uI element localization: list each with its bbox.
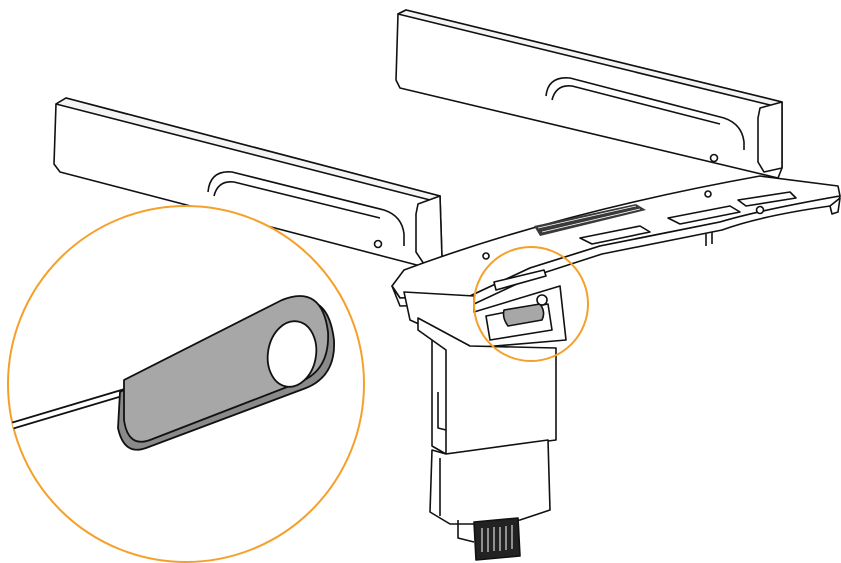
cage-cross-frame <box>391 175 841 307</box>
latch-assembly <box>485 269 553 341</box>
frame-screw-a <box>482 252 490 260</box>
left-bracket-handle-inner <box>213 180 381 219</box>
riser-side-rail <box>431 339 447 454</box>
riser-connector <box>473 517 521 561</box>
vent-grille-area <box>534 204 646 236</box>
eject-tool-ring-hole <box>266 320 318 388</box>
left-support-bracket <box>53 97 443 271</box>
riser-card-module <box>403 285 567 561</box>
riser-lower-body <box>429 439 551 525</box>
latch-release-hole <box>536 294 548 306</box>
frame-slot-2 <box>667 205 741 225</box>
frame-standoff <box>705 232 713 246</box>
vent-grille-lines <box>537 205 641 233</box>
eject-pin-tool-icon <box>8 295 335 451</box>
vent-grille <box>534 204 646 236</box>
frame-slot-3 <box>737 191 797 207</box>
magnifier-callout <box>7 205 365 563</box>
latch-guide <box>493 269 547 291</box>
latch-highlight-circle <box>473 246 589 362</box>
right-support-bracket <box>395 9 783 179</box>
left-bracket-screw-hole <box>373 239 383 249</box>
left-bracket-handle-cutout <box>207 171 405 246</box>
frame-screw-c <box>755 205 765 215</box>
right-bracket-handle-inner <box>551 84 721 125</box>
frame-screw-b <box>704 190 712 198</box>
right-bracket-handle-cutout <box>545 77 745 150</box>
riser-lower-edge <box>439 458 475 543</box>
left-bracket-end-cap <box>415 195 443 265</box>
right-bracket-end-cap <box>757 101 783 173</box>
frame-right-hook <box>829 197 841 215</box>
latch-tab <box>502 303 545 327</box>
riser-connector-pins <box>481 525 513 552</box>
frame-slot-1 <box>579 225 651 245</box>
right-bracket-screw-hole <box>709 153 719 163</box>
